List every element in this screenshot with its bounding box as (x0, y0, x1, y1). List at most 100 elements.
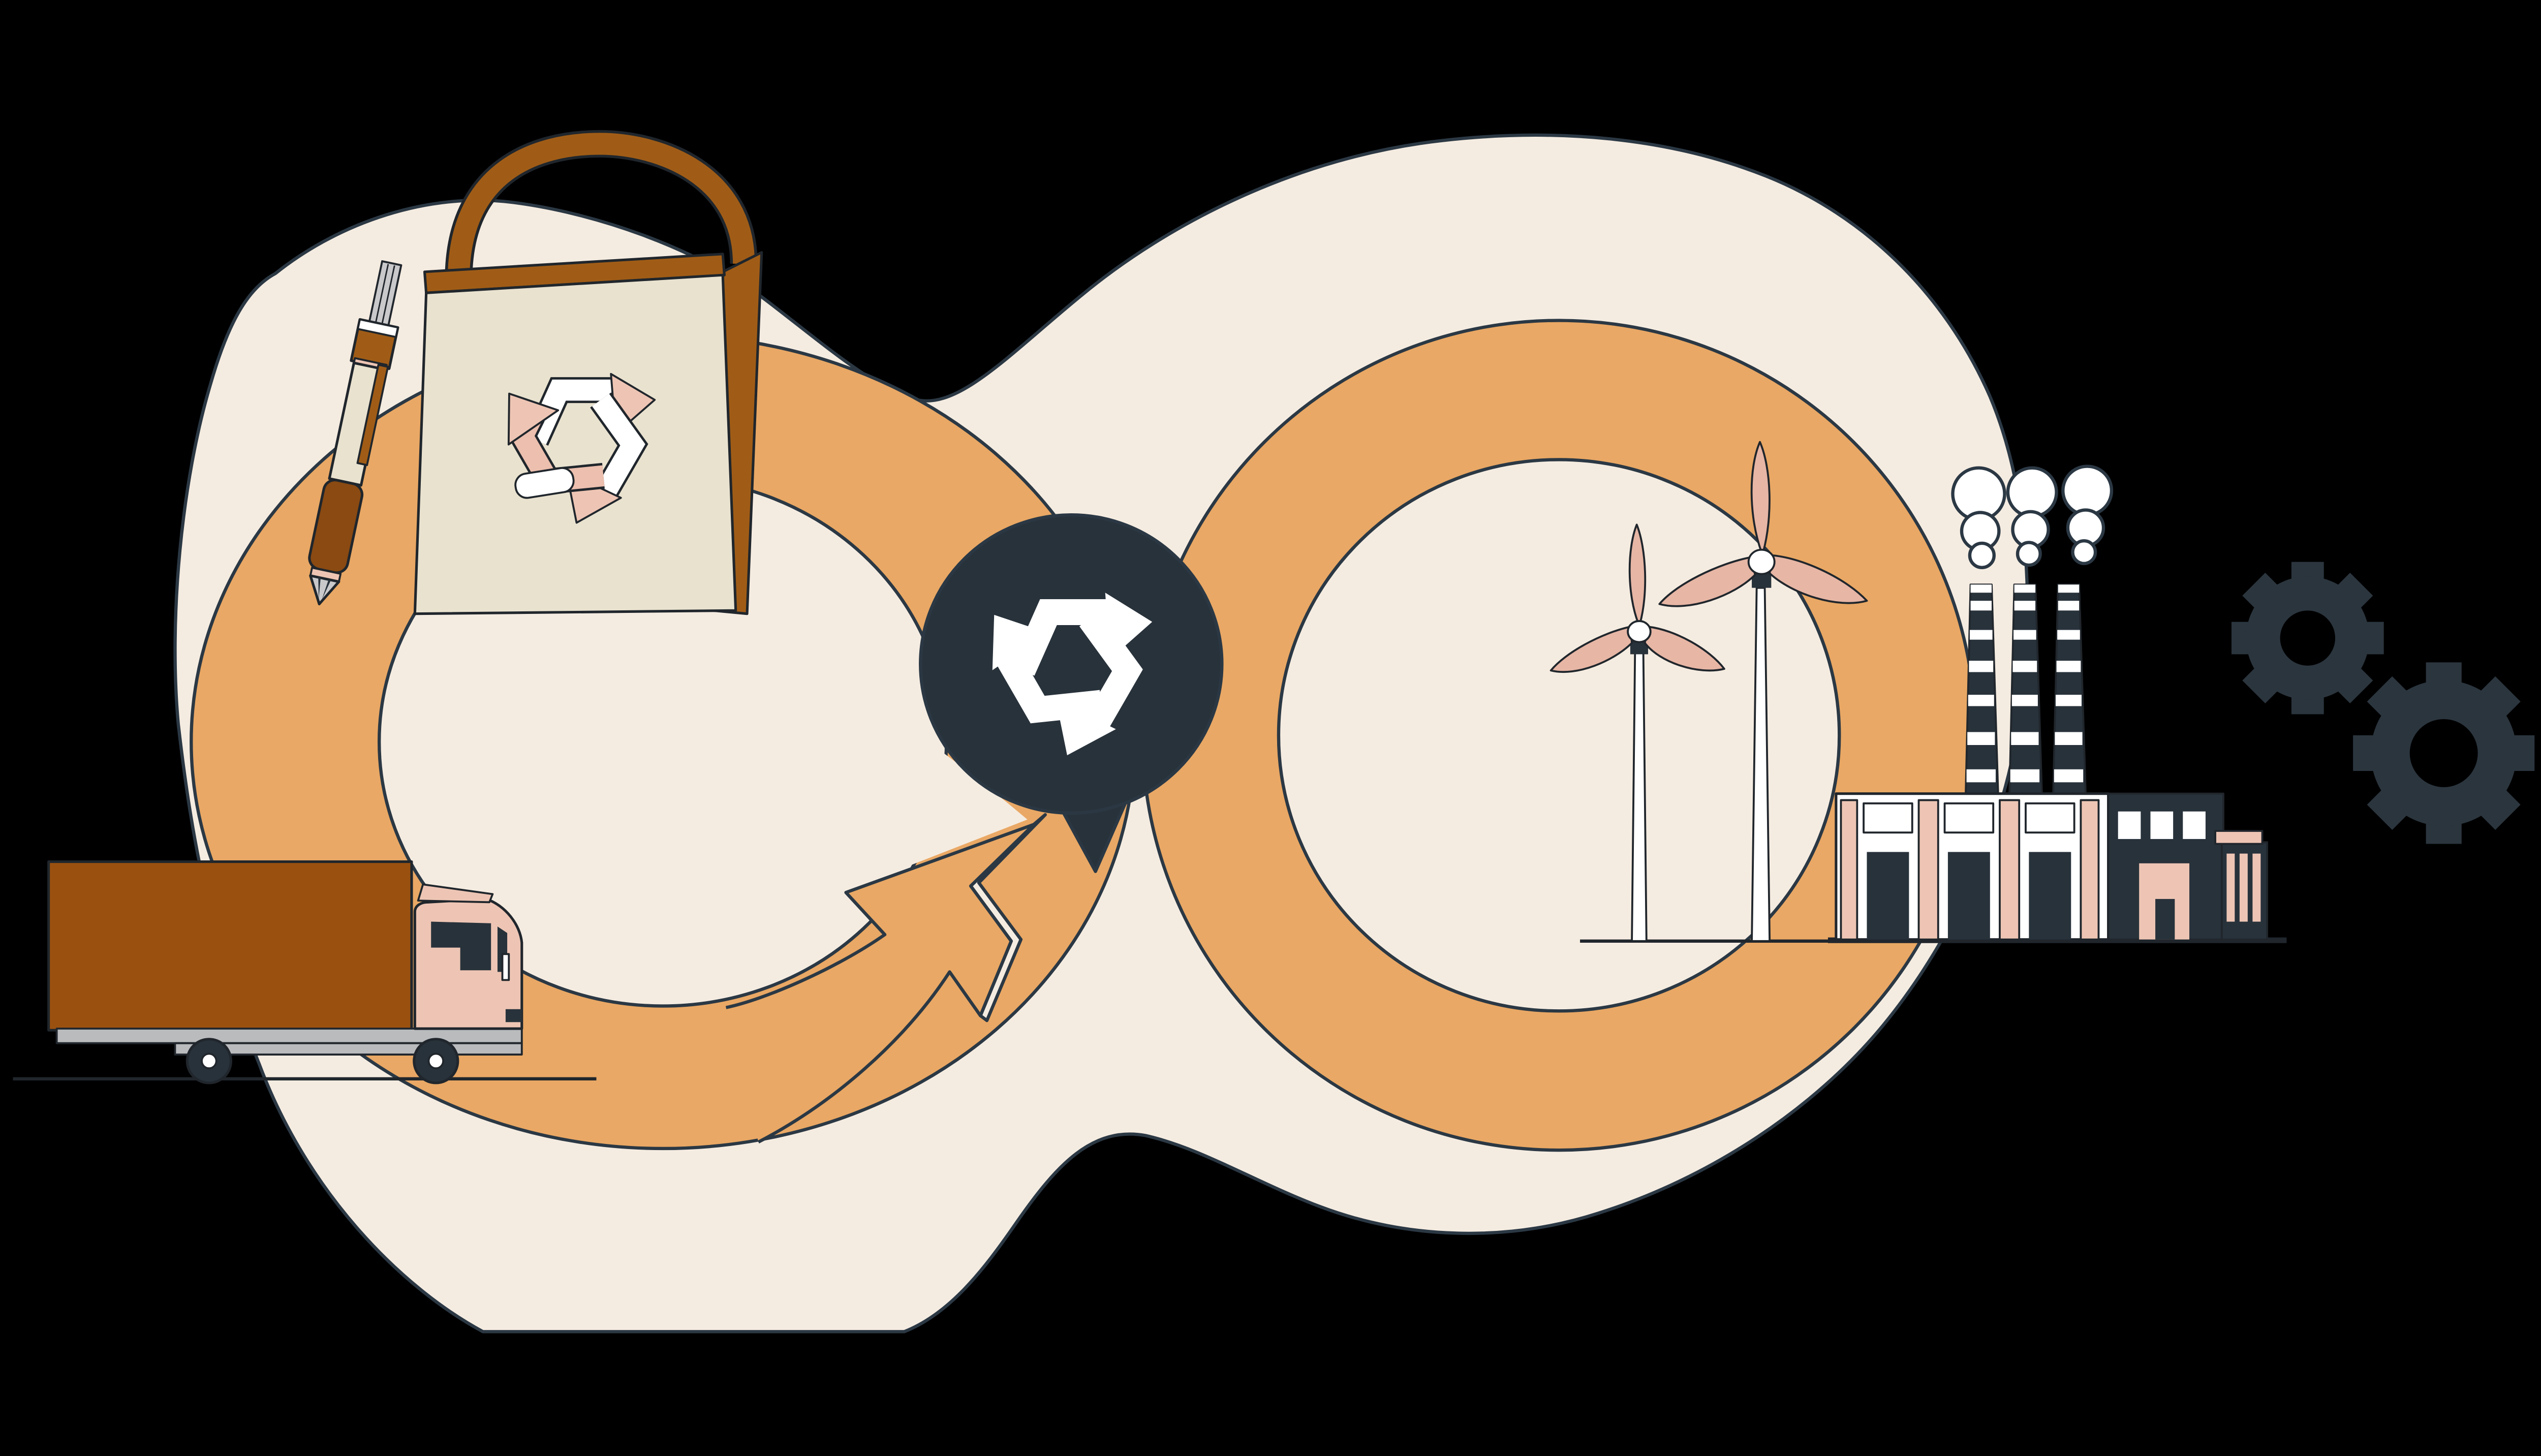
annex-window (2150, 811, 2174, 839)
outbuilding-stripe (2226, 853, 2235, 922)
truck-wind-deflector (417, 883, 494, 904)
chimney-stripe (2011, 695, 2038, 706)
chimney-stripe (2013, 630, 2036, 640)
pen-tip-stripe (322, 579, 331, 600)
recycle-icon (507, 373, 656, 524)
factory-chimneys (1965, 583, 2087, 795)
recycle-arm-head (992, 614, 1048, 670)
gear-tooth (2242, 663, 2283, 704)
bag-body (413, 273, 737, 615)
turbine-blade (1550, 626, 1633, 673)
truck-chassis-upper (55, 1028, 523, 1044)
chimney-stripe (2010, 769, 2040, 783)
chimney (2052, 583, 2087, 795)
factory-pilasters (1840, 799, 2100, 941)
wind-turbine-icon (1658, 441, 1868, 942)
chimney-stripe (1967, 732, 1995, 745)
turbine-hub (1627, 620, 1652, 643)
recycle-arm (992, 614, 1103, 724)
truck-icon (47, 860, 523, 1085)
factory-door (1867, 852, 1909, 940)
gear-icon (2353, 662, 2535, 844)
chimney-stripe (2056, 661, 2081, 672)
pilaster (1840, 799, 1858, 941)
truck-grille (505, 1009, 522, 1023)
pilaster (1917, 799, 1939, 941)
factory-smoke (1951, 464, 2114, 570)
gear-tooth (2475, 785, 2521, 830)
gear-icon (2231, 562, 2384, 715)
factory-door (2029, 852, 2071, 940)
print-arm-head (507, 392, 560, 446)
chimney-stripe (2054, 769, 2084, 783)
factory-windows (1863, 802, 2075, 834)
pen-tip (309, 574, 340, 606)
chimney-stripe (1966, 769, 1996, 783)
chimney (2008, 583, 2043, 795)
gear-tooth (2333, 663, 2373, 704)
chimney-stripe (2058, 584, 2080, 593)
outbuilding-roof-bar (2214, 830, 2264, 845)
chimney-stripe (1970, 601, 1992, 611)
wind-turbine-icon (1550, 523, 1725, 942)
smoke-puff (2071, 539, 2097, 566)
chimney (1965, 583, 1999, 795)
factory-window (2025, 802, 2075, 834)
outbuilding-stripe (2252, 853, 2261, 922)
recycle-icon (992, 593, 1153, 756)
outbuilding-stripes (2226, 853, 2261, 922)
pen-plunger-line (375, 264, 389, 323)
chimney-stripe (2055, 695, 2082, 706)
annex-windows (2118, 811, 2206, 839)
pen-icon (308, 260, 402, 606)
factory-icon (1835, 464, 2269, 941)
truck-door-handle (501, 953, 510, 981)
pen-clip-band-highlight (357, 318, 399, 338)
chimney-stripe (2014, 584, 2036, 593)
loop-arrowhead-outline (725, 823, 1036, 1144)
smoke-puff (2006, 466, 2058, 518)
smoke-puff (2016, 541, 2042, 567)
print-arm (565, 392, 648, 524)
pilaster (1999, 799, 2021, 941)
gears (2231, 562, 2535, 844)
gear-tooth (2242, 572, 2283, 613)
gear-hole (2280, 610, 2336, 666)
chimney-body (2008, 583, 2043, 795)
turbine-blade (1628, 523, 1647, 625)
chimney-body (1965, 583, 1999, 795)
chimney-stripe (1968, 695, 1994, 706)
badge-circle (919, 513, 1224, 815)
factory-door (1947, 852, 1990, 940)
chimney-body (2052, 583, 2087, 795)
chimney-stripe (2014, 601, 2036, 611)
truck-wheel-hub (201, 1052, 218, 1070)
bag-top-band (423, 253, 726, 294)
chimney-stripe (2058, 601, 2080, 611)
gear-tooth (2333, 572, 2373, 613)
pen-tip-stripe (318, 577, 321, 599)
truck-cargo-box (47, 860, 413, 1032)
smoke-puff (2061, 464, 2114, 517)
print-fold (514, 467, 575, 499)
factory-window (1943, 802, 1995, 834)
gear-tooth (2367, 676, 2412, 721)
shopping-bag-icon (413, 130, 763, 615)
gear-hole (2409, 719, 2478, 787)
pen-plunger-line (381, 265, 395, 325)
gear-tooth (2367, 785, 2412, 830)
truck-wheel-hub (427, 1052, 445, 1070)
smoke-puff (1968, 541, 1996, 570)
turbine-blade (1750, 441, 1771, 553)
chimney-stripes (2054, 584, 2084, 783)
chimney-stripe (1969, 630, 1993, 640)
chimney-stripe (2011, 732, 2039, 745)
annex-doorway (2155, 899, 2175, 940)
pen-clip (356, 363, 389, 467)
factory-window (1863, 802, 1913, 834)
turbine-tower (1631, 642, 1648, 942)
wind-farm (1550, 441, 1868, 942)
truck-window (431, 921, 491, 971)
center-recycle-badge (919, 513, 1224, 873)
